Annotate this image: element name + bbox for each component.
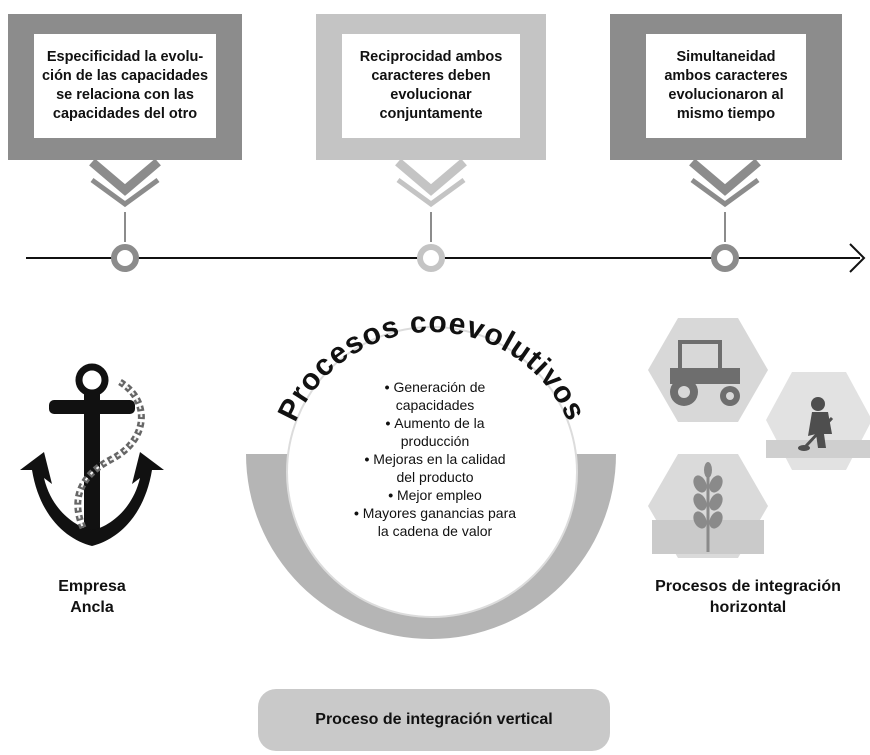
timeline-graphics — [26, 158, 866, 273]
farmer-icon — [766, 372, 870, 470]
timeline-marker — [417, 244, 445, 272]
list-item: Mejor empleo — [320, 486, 550, 504]
tractor-icon — [648, 318, 768, 422]
timeline-marker — [711, 244, 739, 272]
wheat-icon — [648, 454, 768, 558]
chevron-down-icon — [689, 158, 761, 208]
integracion-vertical-label: Proceso de integración vertical — [258, 689, 610, 751]
anchor-icon — [20, 363, 164, 546]
card-1-text: Especificidad la evolu- ción de las capa… — [34, 34, 216, 138]
chevron-down-icon — [89, 158, 161, 208]
integracion-horizontal-label: Procesos de integración horizontal — [655, 578, 841, 616]
card-3-text: Simultaneidad ambos caracteres evolucion… — [646, 34, 806, 138]
chevron-down-icon — [395, 158, 467, 208]
timeline-marker — [111, 244, 139, 272]
empresa-ancla-label: Empresa Ancla — [58, 578, 126, 616]
card-2-text: Reciprocidad ambos caracteres deben evol… — [342, 34, 520, 138]
timeline-card-2: Reciprocidad ambos caracteres deben evol… — [316, 14, 546, 160]
timeline-card-3: Simultaneidad ambos caracteres evolucion… — [610, 14, 842, 160]
timeline-card-1: Especificidad la evolu- ción de las capa… — [8, 14, 242, 160]
arrow-head-icon — [849, 243, 866, 273]
